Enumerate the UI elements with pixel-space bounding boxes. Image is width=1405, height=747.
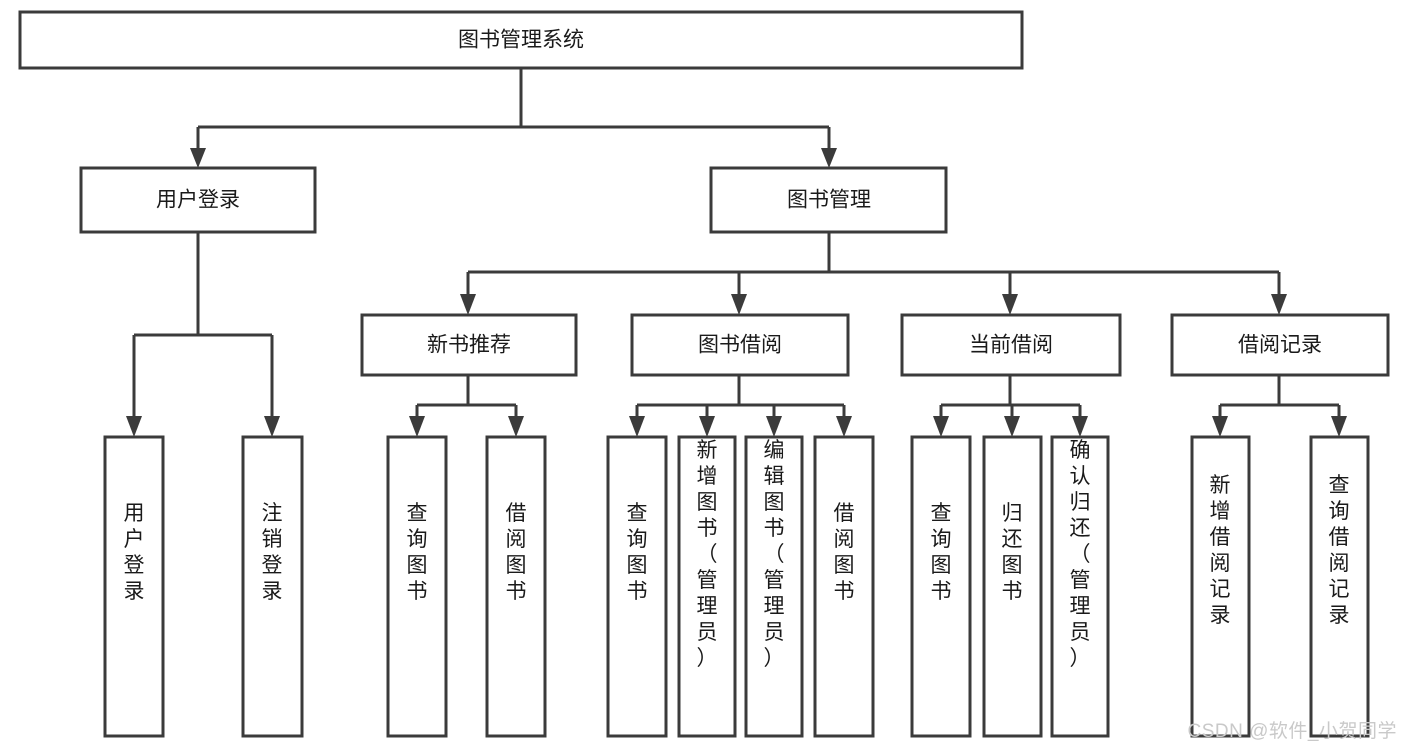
arrow-to-borrow-record	[1271, 294, 1287, 315]
leaf-return-book-label: 归还图书	[1002, 502, 1023, 603]
node-leaf-return-book[interactable]: 归还图书	[982, 435, 1043, 738]
arrow-to-leaf-logout	[264, 416, 280, 437]
connector-layer	[126, 68, 1347, 437]
node-root[interactable]: 图书管理系统	[18, 10, 1024, 70]
leaf-user-login-box[interactable]	[103, 435, 165, 738]
arrow-to-leaf-borrow-book	[836, 416, 852, 437]
leaf-query-record-box[interactable]	[1309, 435, 1370, 738]
leaf-confirm-return-label: 确认归还（管理员）	[1070, 439, 1091, 670]
node-book-manage[interactable]: 图书管理	[709, 166, 948, 234]
root-label: 图书管理系统	[458, 29, 584, 52]
arrow-to-leaf-add-record	[1212, 416, 1228, 437]
leaf-edit-book-label: 编辑图书（管理员）	[764, 439, 785, 670]
arrow-to-leaf-user-login	[126, 416, 142, 437]
arrow-to-leaf-borrow-book-rec	[508, 416, 524, 437]
node-new-book-recommend[interactable]: 新书推荐	[360, 313, 578, 377]
node-leaf-edit-book[interactable]: 编辑图书（管理员）	[744, 435, 804, 738]
leaf-query-book-current-label: 查询图书	[931, 502, 952, 603]
node-leaf-borrow-book-rec[interactable]: 借阅图书	[485, 435, 547, 738]
arrow-to-leaf-confirm-return	[1072, 416, 1088, 437]
arrow-to-leaf-return-book	[1004, 416, 1020, 437]
node-leaf-user-login[interactable]: 用户登录	[103, 435, 165, 738]
book-borrow-box[interactable]	[630, 313, 850, 377]
book-manage-label: 图书管理	[787, 189, 871, 212]
node-book-borrow[interactable]: 图书借阅	[630, 313, 850, 377]
arrow-to-new-book-recommend	[460, 294, 476, 315]
node-leaf-query-book-rec[interactable]: 查询图书	[386, 435, 448, 738]
leaf-logout-box[interactable]	[241, 435, 304, 738]
arrow-to-book-borrow	[731, 294, 747, 315]
node-leaf-confirm-return[interactable]: 确认归还（管理员）	[1050, 435, 1110, 738]
node-leaf-borrow-book[interactable]: 借阅图书	[813, 435, 875, 738]
arrow-to-current-borrow	[1002, 294, 1018, 315]
arrow-to-leaf-query-book-rec	[409, 416, 425, 437]
current-borrow-label: 当前借阅	[969, 334, 1053, 357]
new-book-recommend-box[interactable]	[360, 313, 578, 377]
arrow-to-leaf-query-book-borrow	[629, 416, 645, 437]
root-box[interactable]	[18, 10, 1024, 70]
arrow-to-book-manage	[821, 148, 837, 168]
node-leaf-query-record[interactable]: 查询借阅记录	[1309, 435, 1370, 738]
node-leaf-query-book-borrow[interactable]: 查询图书	[606, 435, 668, 738]
book-manage-box[interactable]	[709, 166, 948, 234]
leaf-add-book-box[interactable]	[677, 435, 737, 738]
leaf-query-book-rec-label: 查询图书	[407, 502, 428, 603]
leaf-layer: 用户登录 注销登录 查询图书 借阅图书 查询图书 新增图书（管理员）	[103, 435, 1370, 738]
user-login-label: 用户登录	[156, 189, 240, 212]
leaf-query-book-borrow-box[interactable]	[606, 435, 668, 738]
node-leaf-add-record[interactable]: 新增借阅记录	[1190, 435, 1251, 738]
user-login-box[interactable]	[79, 166, 317, 234]
arrow-to-leaf-query-book-current	[933, 416, 949, 437]
leaf-borrow-book-rec-label: 借阅图书	[506, 502, 527, 603]
leaf-query-book-current-box[interactable]	[910, 435, 972, 738]
leaf-add-book-label: 新增图书（管理员）	[697, 439, 718, 670]
leaf-query-record-label: 查询借阅记录	[1329, 474, 1350, 627]
leaf-add-record-label: 新增借阅记录	[1210, 474, 1231, 627]
arrow-to-leaf-add-book	[699, 416, 715, 437]
node-leaf-add-book[interactable]: 新增图书（管理员）	[677, 435, 737, 738]
node-leaf-query-book-current[interactable]: 查询图书	[910, 435, 972, 738]
borrow-record-label: 借阅记录	[1238, 334, 1322, 357]
leaf-borrow-book-rec-box[interactable]	[485, 435, 547, 738]
arrow-to-user-login	[190, 148, 206, 168]
node-current-borrow[interactable]: 当前借阅	[900, 313, 1122, 377]
leaf-logout-label: 注销登录	[262, 502, 283, 603]
leaf-borrow-book-label: 借阅图书	[834, 502, 855, 603]
node-user-login[interactable]: 用户登录	[79, 166, 317, 234]
leaf-edit-book-box[interactable]	[744, 435, 804, 738]
current-borrow-box[interactable]	[900, 313, 1122, 377]
leaf-user-login-label: 用户登录	[124, 502, 145, 603]
node-leaf-logout[interactable]: 注销登录	[241, 435, 304, 738]
leaf-borrow-book-box[interactable]	[813, 435, 875, 738]
new-book-recommend-label: 新书推荐	[427, 334, 511, 357]
leaf-query-book-borrow-label: 查询图书	[627, 502, 648, 603]
leaf-add-record-box[interactable]	[1190, 435, 1251, 738]
book-borrow-label: 图书借阅	[698, 334, 782, 357]
arrow-to-leaf-query-record	[1331, 416, 1347, 437]
borrow-record-box[interactable]	[1170, 313, 1390, 377]
node-borrow-record[interactable]: 借阅记录	[1170, 313, 1390, 377]
leaf-confirm-return-box[interactable]	[1050, 435, 1110, 738]
arrow-to-leaf-edit-book	[766, 416, 782, 437]
leaf-return-book-box[interactable]	[982, 435, 1043, 738]
leaf-query-book-rec-box[interactable]	[386, 435, 448, 738]
